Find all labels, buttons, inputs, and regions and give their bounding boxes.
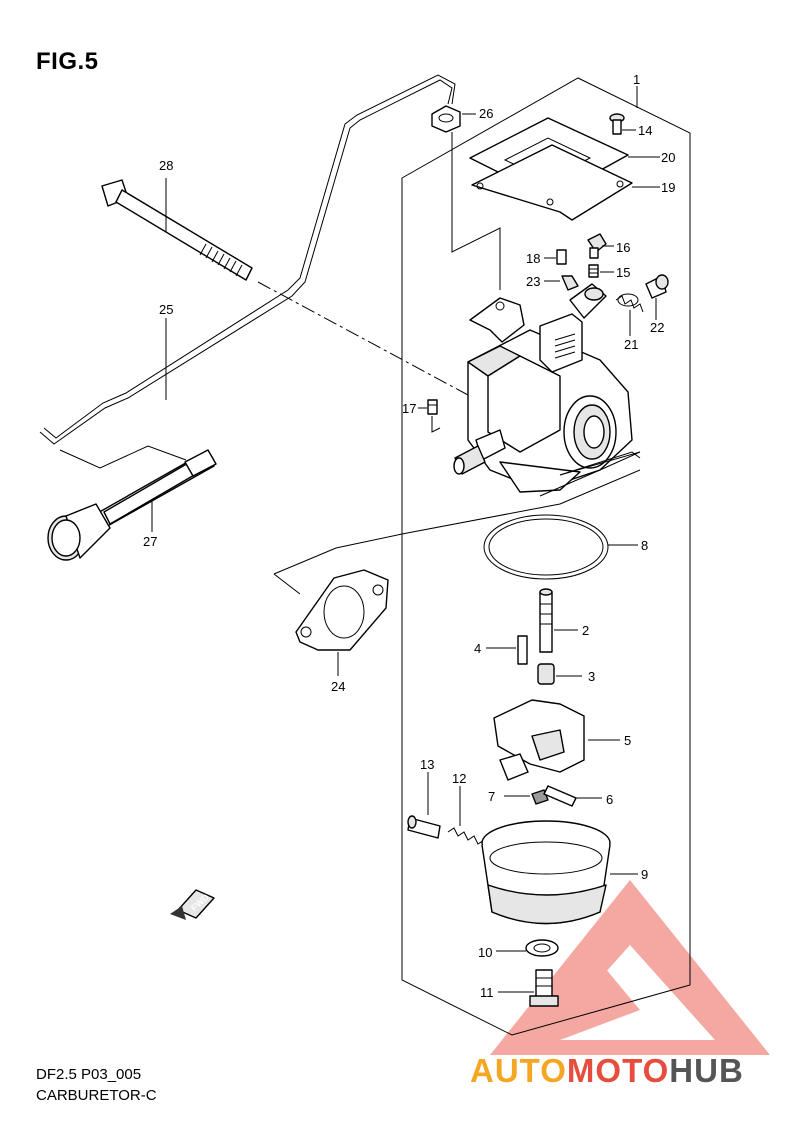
callout-23: 23 [526, 274, 540, 289]
watermark-part-a: AUTO [470, 1052, 567, 1089]
model-code: DF2.5 P03_005 [36, 1066, 142, 1083]
callout-9: 9 [641, 867, 648, 882]
assembly-boundary [401, 77, 691, 1036]
callout-20: 20 [661, 150, 675, 165]
part-14-screw [609, 113, 636, 135]
watermark-part-c: HUB [669, 1052, 744, 1089]
callout-3: 3 [588, 669, 595, 684]
callout-25: 25 [159, 302, 173, 317]
callout-24: 24 [331, 679, 345, 694]
part-17-jet [418, 399, 441, 433]
figure-title: FIG.5 [36, 48, 99, 75]
callout-27: 27 [143, 534, 157, 549]
part-8-o-ring [483, 514, 638, 580]
callout-8: 8 [641, 538, 648, 553]
callout-10: 10 [478, 945, 492, 960]
part-11-drain-screw [498, 969, 559, 1007]
callout-21: 21 [624, 337, 638, 352]
callout-16: 16 [616, 240, 630, 255]
callout-26: 26 [479, 106, 493, 121]
part-10-washer [496, 939, 559, 957]
callout-18: 18 [526, 251, 540, 266]
callout-4: 4 [474, 641, 481, 656]
callout-2: 2 [582, 623, 589, 638]
part-25-rod [39, 74, 456, 445]
callout-11: 11 [480, 985, 494, 1000]
callout-15: 15 [616, 265, 630, 280]
callout-6: 6 [606, 792, 613, 807]
callout-28: 28 [159, 158, 173, 173]
part-23-screw [544, 275, 579, 291]
part-18-screw [544, 249, 567, 265]
callout-17: 17 [402, 401, 416, 416]
part-27-choke-knob [47, 449, 217, 561]
part-21-spring [615, 293, 644, 336]
callout-7: 7 [488, 789, 495, 804]
callout-22: 22 [650, 320, 664, 335]
callout-12: 12 [452, 771, 466, 786]
fwd-arrow-icon: FWD [170, 889, 215, 920]
callout-5: 5 [624, 733, 631, 748]
callout-labels: 1 2 3 4 5 6 7 8 9 10 11 12 13 14 15 16 1… [143, 72, 675, 1000]
part-4-float-valve [486, 635, 528, 665]
part-9-float-bowl [481, 820, 638, 925]
part-26-clip [431, 105, 476, 133]
part-28-bolt [101, 178, 253, 281]
part-7-clip [504, 789, 549, 805]
callout-13: 13 [420, 757, 434, 772]
part-15-spring [588, 264, 614, 278]
section-name: CARBURETOR-C [36, 1087, 157, 1104]
part-24-gasket [295, 569, 389, 676]
watermark-part-b: MOTO [566, 1052, 670, 1089]
part-13-screw [407, 772, 441, 839]
callout-14: 14 [638, 123, 652, 138]
callout-19: 19 [661, 180, 675, 195]
part-5-float [493, 699, 620, 781]
part-6-pin [543, 785, 602, 807]
part-22-screw [645, 274, 669, 320]
carburetor-body [453, 283, 641, 497]
part-16-cap [587, 233, 614, 259]
watermark-logo-triangle [490, 880, 770, 1055]
part-19-gasket [471, 144, 660, 221]
watermark-text: AUTOMOTOHUB [470, 1052, 744, 1090]
part-12-spring [447, 786, 485, 845]
part-2-needle-jet [539, 588, 578, 653]
callout-1: 1 [633, 72, 640, 87]
part-3-jet [537, 663, 582, 685]
